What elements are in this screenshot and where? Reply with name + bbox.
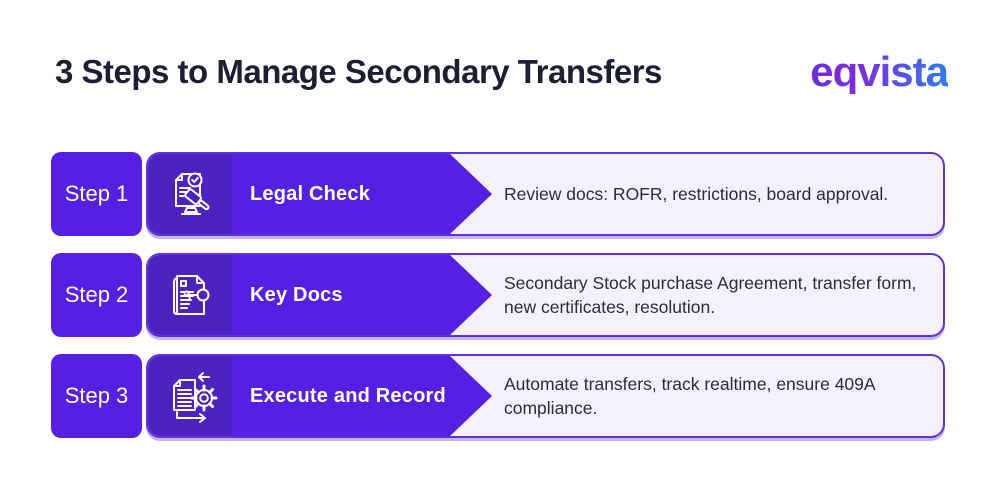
key-document-icon: [148, 255, 232, 335]
step-title: Execute and Record: [250, 384, 446, 407]
step-title: Key Docs: [250, 283, 343, 306]
header: 3 Steps to Manage Secondary Transfers eq…: [0, 0, 1000, 94]
eqvista-logo: eqvista: [810, 48, 949, 95]
step-description-cell: Automate transfers, track realtime, ensu…: [492, 356, 943, 436]
step-description: Secondary Stock purchase Agreement, tran…: [504, 273, 917, 317]
step-number-badge: Step 2: [51, 253, 142, 337]
document-gear-sync-icon: [148, 356, 232, 436]
step-number-badge: Step 3: [51, 354, 142, 438]
step-number-badge: Step 1: [51, 152, 142, 236]
step-row-body: Key Docs Secondary Stock purchase Agreem…: [146, 253, 945, 337]
step-description: Review docs: ROFR, restrictions, board a…: [504, 184, 889, 204]
page-title: 3 Steps to Manage Secondary Transfers: [55, 53, 662, 90]
step-description-cell: Secondary Stock purchase Agreement, tran…: [492, 255, 943, 335]
step-row-2: Step 2: [51, 253, 945, 337]
step-row-body: Legal Check Review docs: ROFR, restricti…: [146, 152, 945, 236]
step-title: Legal Check: [250, 182, 371, 205]
step-title-arrow: Execute and Record: [232, 356, 492, 436]
step-title-arrow: Legal Check: [232, 154, 492, 234]
step-description: Automate transfers, track realtime, ensu…: [504, 374, 875, 418]
step-title-arrow: Key Docs: [232, 255, 492, 335]
step-row-1: Step 1: [51, 152, 945, 236]
step-row-3: Step 3: [51, 354, 945, 438]
step-description-cell: Review docs: ROFR, restrictions, board a…: [492, 154, 943, 234]
step-row-body: Execute and Record Automate transfers, t…: [146, 354, 945, 438]
legal-check-gavel-document-icon: [148, 154, 232, 234]
steps-list: Step 1: [51, 152, 945, 438]
